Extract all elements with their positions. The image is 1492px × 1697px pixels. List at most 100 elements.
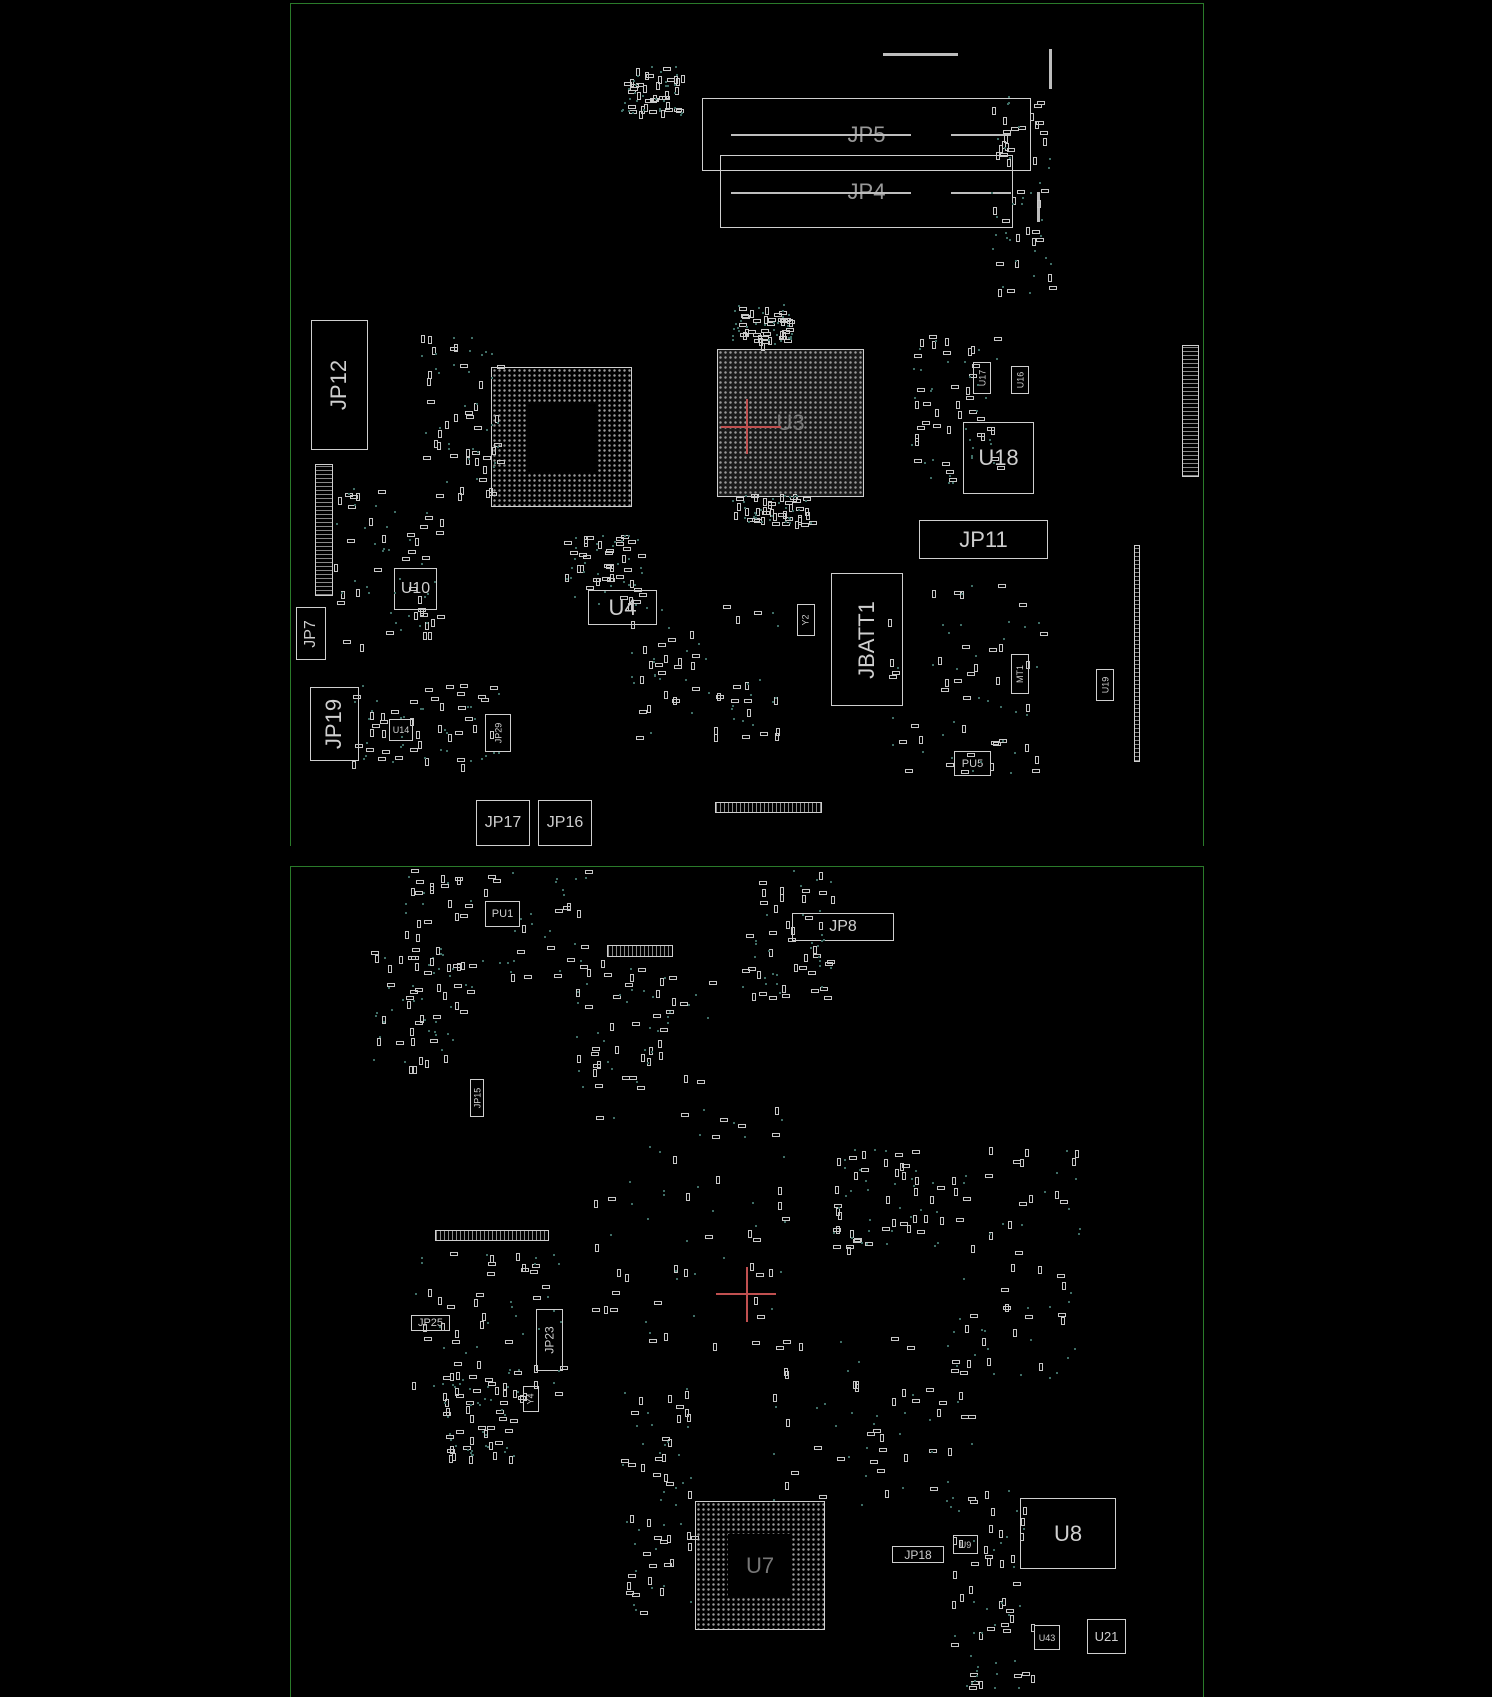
chip-u8[interactable]: U8 <box>1020 1498 1116 1569</box>
smd-pad[interactable] <box>473 425 482 430</box>
smd-pad[interactable] <box>355 589 360 598</box>
smd-pad[interactable] <box>986 426 995 431</box>
smd-pad[interactable] <box>944 338 949 347</box>
smd-pad[interactable] <box>641 1464 646 1473</box>
smd-pad[interactable] <box>487 875 496 880</box>
smd-pad[interactable] <box>465 457 470 466</box>
smd-pad[interactable] <box>860 1167 869 1172</box>
smd-pad[interactable] <box>659 1028 668 1033</box>
smd-pad[interactable] <box>1030 1623 1035 1632</box>
smd-pad[interactable] <box>502 1382 507 1391</box>
smd-pad[interactable] <box>430 882 435 891</box>
smd-pad[interactable] <box>912 1399 921 1404</box>
smd-pad[interactable] <box>409 586 418 591</box>
smd-pad[interactable] <box>914 400 919 409</box>
smd-pad[interactable] <box>631 1022 640 1027</box>
smd-pad[interactable] <box>966 672 975 677</box>
smd-pad[interactable] <box>604 1305 609 1314</box>
smd-pad[interactable] <box>938 1400 947 1405</box>
smd-pad[interactable] <box>480 1320 485 1329</box>
smd-pad[interactable] <box>449 346 458 351</box>
smd-pad[interactable] <box>902 1164 911 1169</box>
smd-pad[interactable] <box>1060 1199 1069 1204</box>
smd-pad[interactable] <box>774 905 779 914</box>
smd-pad[interactable] <box>780 331 785 340</box>
smd-pad[interactable] <box>487 1426 496 1431</box>
smd-pad[interactable] <box>371 951 380 956</box>
smd-pad[interactable] <box>446 685 455 690</box>
smd-pad[interactable] <box>870 1460 879 1465</box>
smd-pad[interactable] <box>836 1457 845 1462</box>
smd-pad[interactable] <box>756 1273 765 1278</box>
smd-pad[interactable] <box>648 1577 653 1586</box>
smd-pad[interactable] <box>453 983 462 988</box>
smd-pad[interactable] <box>735 616 740 625</box>
smd-pad[interactable] <box>428 1288 433 1297</box>
smd-pad[interactable] <box>960 1371 969 1376</box>
smd-pad[interactable] <box>642 1552 651 1557</box>
smd-pad[interactable] <box>802 889 811 894</box>
smd-pad[interactable] <box>1019 602 1028 607</box>
smd-pad[interactable] <box>658 75 662 84</box>
smd-pad[interactable] <box>454 343 459 352</box>
smd-pad[interactable] <box>683 1075 688 1084</box>
smd-pad[interactable] <box>882 1227 891 1232</box>
smd-pad[interactable] <box>585 1005 594 1010</box>
smd-pad[interactable] <box>437 724 442 733</box>
smd-pad[interactable] <box>1039 131 1048 136</box>
smd-pad[interactable] <box>691 686 700 691</box>
smd-pad[interactable] <box>639 676 644 685</box>
smd-pad[interactable] <box>655 990 660 999</box>
smd-pad[interactable] <box>647 1057 652 1066</box>
smd-pad[interactable] <box>664 654 669 663</box>
smd-pad[interactable] <box>484 1430 489 1439</box>
smd-pad[interactable] <box>980 433 985 442</box>
smd-pad[interactable] <box>1017 189 1026 194</box>
smd-pad[interactable] <box>663 1473 668 1482</box>
smd-pad[interactable] <box>635 735 644 740</box>
smd-pad[interactable] <box>386 982 395 987</box>
smd-pad[interactable] <box>594 1083 603 1088</box>
smd-pad[interactable] <box>686 1414 691 1423</box>
smd-pad[interactable] <box>342 640 351 645</box>
smd-pad[interactable] <box>968 1415 977 1419</box>
smd-pad[interactable] <box>741 313 750 318</box>
smd-pad[interactable] <box>832 1244 841 1249</box>
smd-pad[interactable] <box>1010 1263 1015 1272</box>
smd-pad[interactable] <box>1002 1306 1011 1311</box>
smd-pad[interactable] <box>834 1185 839 1194</box>
smd-pad[interactable] <box>381 534 386 543</box>
smd-pad[interactable] <box>989 1147 994 1156</box>
smd-pad[interactable] <box>830 895 835 904</box>
crystal-y2[interactable]: Y2 <box>797 604 815 636</box>
smd-pad[interactable] <box>951 1600 956 1609</box>
smd-pad[interactable] <box>385 631 394 636</box>
smd-pad[interactable] <box>784 1481 789 1490</box>
chip-u21[interactable]: U21 <box>1087 1619 1126 1654</box>
smd-pad[interactable] <box>514 1371 523 1376</box>
smd-pad[interactable] <box>852 1380 857 1389</box>
smd-pad[interactable] <box>516 1253 521 1262</box>
smd-pad[interactable] <box>636 1086 645 1091</box>
smd-pad[interactable] <box>782 994 791 999</box>
smd-pad[interactable] <box>629 86 638 91</box>
bga-chip-left[interactable] <box>491 367 632 507</box>
smd-pad[interactable] <box>349 495 358 500</box>
smd-pad[interactable] <box>1004 1304 1009 1313</box>
smd-pad[interactable] <box>673 665 682 670</box>
smd-pad[interactable] <box>631 621 636 630</box>
smd-pad[interactable] <box>414 612 419 621</box>
smd-pad[interactable] <box>760 732 769 737</box>
smd-pad[interactable] <box>597 540 602 549</box>
smd-pad[interactable] <box>988 648 997 653</box>
smd-pad[interactable] <box>351 761 356 770</box>
smd-pad[interactable] <box>1007 159 1012 168</box>
smd-pad[interactable] <box>686 1192 691 1201</box>
smd-pad[interactable] <box>1048 273 1053 282</box>
smd-pad[interactable] <box>454 1362 463 1367</box>
smd-pad[interactable] <box>639 1396 644 1405</box>
smd-pad[interactable] <box>616 1269 621 1278</box>
smd-pad[interactable] <box>446 1448 455 1453</box>
smd-pad[interactable] <box>1001 219 1010 224</box>
smd-pad[interactable] <box>424 1060 429 1069</box>
